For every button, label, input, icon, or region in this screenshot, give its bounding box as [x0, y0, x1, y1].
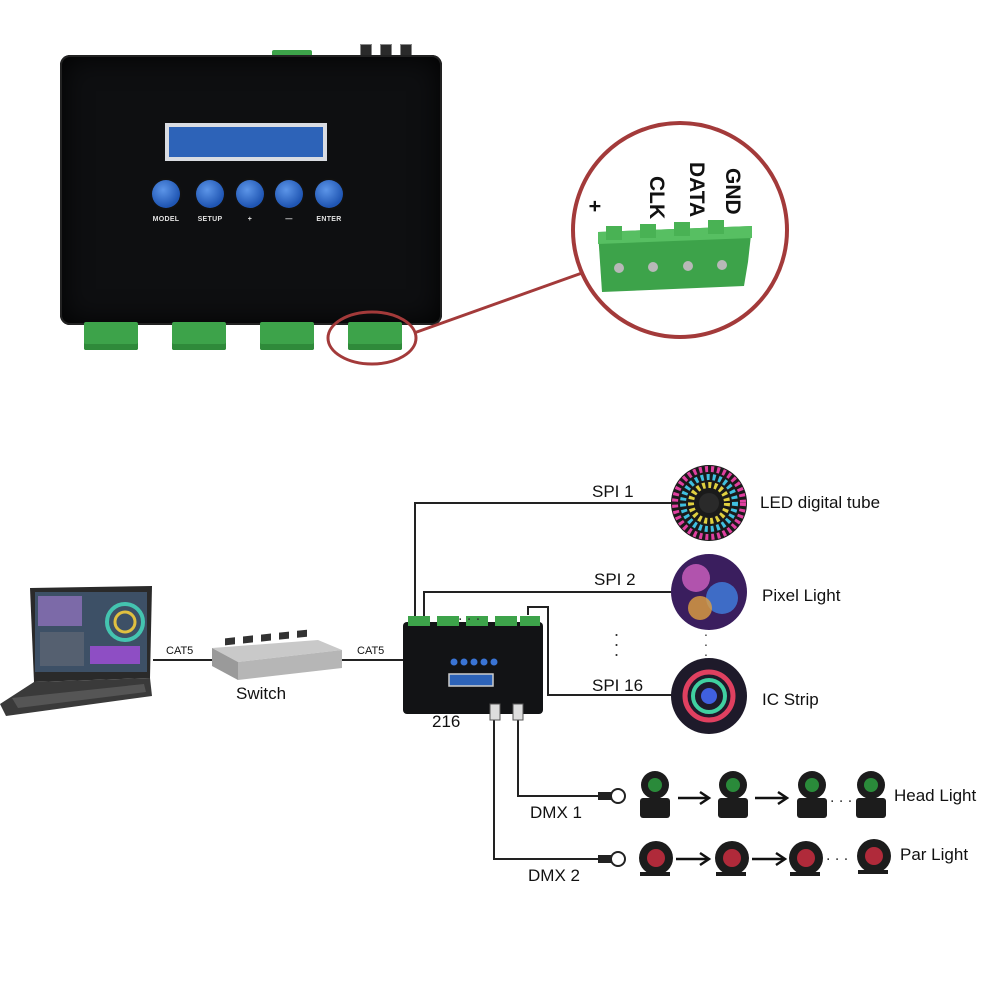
dmx-2-wire [493, 720, 600, 860]
model-button[interactable] [152, 180, 180, 208]
dmx-1-wire [517, 720, 600, 797]
lcd-display [165, 123, 327, 161]
svg-text:.: . [704, 643, 708, 659]
plus-button[interactable] [236, 180, 264, 208]
model-button-label: MODEL [152, 216, 180, 223]
pixel-light-label: Pixel Light [762, 586, 841, 605]
controller-photo: MODEL SETUP + — ENTER + CLK DATA GND [0, 0, 1000, 400]
bottom-terminal-2 [172, 322, 226, 350]
svg-text:.: . [614, 640, 619, 660]
spi-2-label: SPI 2 [594, 570, 636, 589]
svg-text:.: . [614, 630, 619, 650]
svg-text:.: . [614, 620, 619, 640]
head-light-label: Head Light [894, 786, 977, 805]
bottom-terminal-1 [84, 322, 138, 350]
spi-16-wire [527, 606, 672, 696]
dmx-1-label: DMX 1 [530, 803, 582, 822]
svg-text:.: . [704, 623, 708, 639]
plus-button-label: + [247, 216, 253, 223]
cat5-right-label: CAT5 [357, 645, 385, 657]
svg-text:. . .: . . . [458, 607, 480, 624]
par-light-label: Par Light [900, 845, 969, 864]
head-light-arrows [678, 790, 790, 806]
spi-2-wire [423, 591, 672, 622]
setup-button[interactable] [196, 180, 224, 208]
led-digital-tube-label: LED digital tube [760, 493, 881, 512]
setup-button-label: SETUP [197, 216, 223, 223]
svg-text:. . .: . . . [826, 847, 848, 864]
enter-button[interactable] [315, 180, 343, 208]
pin-label-clk: CLK [645, 176, 668, 220]
pin-label-plus: + [583, 200, 606, 213]
minus-button-label: — [285, 216, 293, 223]
zoom-callout [326, 121, 789, 366]
dmx-2-label: DMX 2 [528, 866, 580, 885]
dmx-1-plug [598, 788, 626, 804]
switch-icon [212, 629, 342, 680]
switch-label: Switch [236, 684, 287, 703]
enter-button-label: ENTER [316, 216, 342, 223]
pin-label-gnd: GND [721, 168, 744, 215]
spi-1-label: SPI 1 [592, 482, 634, 501]
bottom-terminal-4 [348, 322, 402, 350]
par-light-arrows [676, 851, 788, 867]
controller-small-icon [403, 616, 543, 721]
ic-strip-icon [671, 658, 747, 734]
pixel-light-icon [671, 554, 747, 630]
minus-button[interactable] [275, 180, 303, 208]
controller-model-label: 216 [432, 712, 461, 731]
cat5-left-label: CAT5 [166, 645, 194, 657]
controller-body: MODEL SETUP + — ENTER [60, 55, 442, 325]
spi-16-label: SPI 16 [592, 676, 644, 695]
led-digital-tube-icon [671, 465, 747, 541]
svg-text:. . .: . . . [830, 789, 852, 806]
laptop-icon [0, 586, 152, 716]
head-light-icons [640, 771, 886, 818]
wiring-diagram: . . . . . . . . . [0, 465, 891, 876]
pin-label-data: DATA [685, 162, 708, 218]
dmx-2-plug [598, 851, 626, 867]
svg-text:.: . [704, 633, 708, 649]
bottom-terminal-3 [260, 322, 314, 350]
spi-1-wire [414, 502, 672, 622]
ic-strip-label: IC Strip [762, 690, 819, 709]
par-light-icons [639, 839, 891, 876]
